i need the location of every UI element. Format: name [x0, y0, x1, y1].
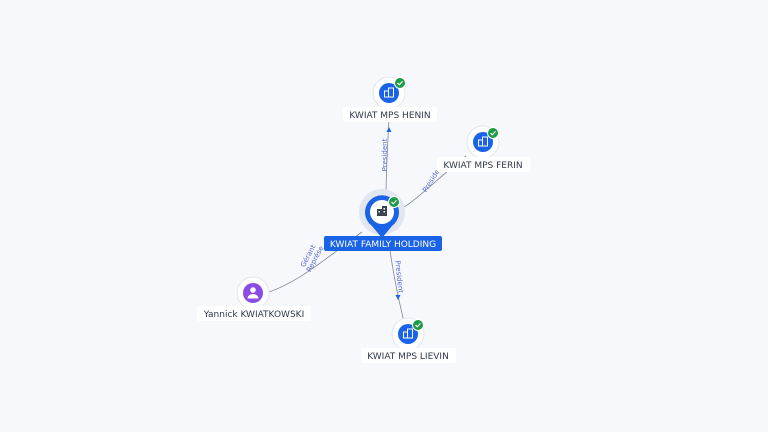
verified-badge-icon — [487, 127, 499, 139]
edge-arrow-henin — [386, 127, 392, 132]
edge-label-henin: President — [381, 138, 389, 171]
company-building-icon — [384, 87, 394, 98]
edge-arrow-lievin — [395, 295, 401, 300]
node-kwiat-mps-henin[interactable]: KWIAT MPS HENIN — [343, 76, 437, 122]
edge-label-lievin: President — [393, 260, 404, 294]
node-label-ferin: KWIAT MPS FERIN — [443, 161, 522, 171]
node-person-yannick-kwiatkowski[interactable]: Yannick KWIATKOWSKI — [197, 276, 311, 321]
node-kwiat-mps-lievin[interactable]: KWIAT MPS LIEVIN — [361, 317, 456, 363]
edge-hub-henin — [385, 117, 390, 197]
node-label-lievin: KWIAT MPS LIEVIN — [367, 352, 449, 362]
verified-badge-icon — [388, 196, 400, 208]
node-label-background — [361, 348, 456, 363]
verified-badge-icon — [412, 319, 424, 331]
company-building-icon — [377, 206, 387, 216]
node-label-person: Yannick KWIATKOWSKI — [203, 310, 304, 320]
node-label-hub: KWIAT FAMILY HOLDING — [330, 240, 436, 250]
node-label-henin: KWIAT MPS HENIN — [349, 111, 430, 121]
person-icon — [247, 287, 259, 299]
node-hub[interactable]: KWIAT FAMILY HOLDING — [324, 189, 442, 251]
node-kwiat-mps-ferin[interactable]: KWIAT MPS FERIN — [437, 125, 530, 172]
check-icon — [397, 80, 403, 86]
check-icon — [415, 322, 421, 328]
check-icon — [490, 130, 496, 136]
node-label-background — [343, 107, 437, 122]
company-building-icon — [403, 328, 413, 339]
node-label-background — [437, 157, 530, 172]
hub-label-background — [324, 236, 442, 251]
check-icon — [391, 199, 397, 205]
person-icon-bg — [243, 283, 263, 303]
verified-badge-icon — [394, 77, 406, 89]
edge-hub-lievin — [389, 249, 405, 323]
node-label-background — [197, 306, 311, 321]
company-building-icon — [478, 136, 488, 147]
